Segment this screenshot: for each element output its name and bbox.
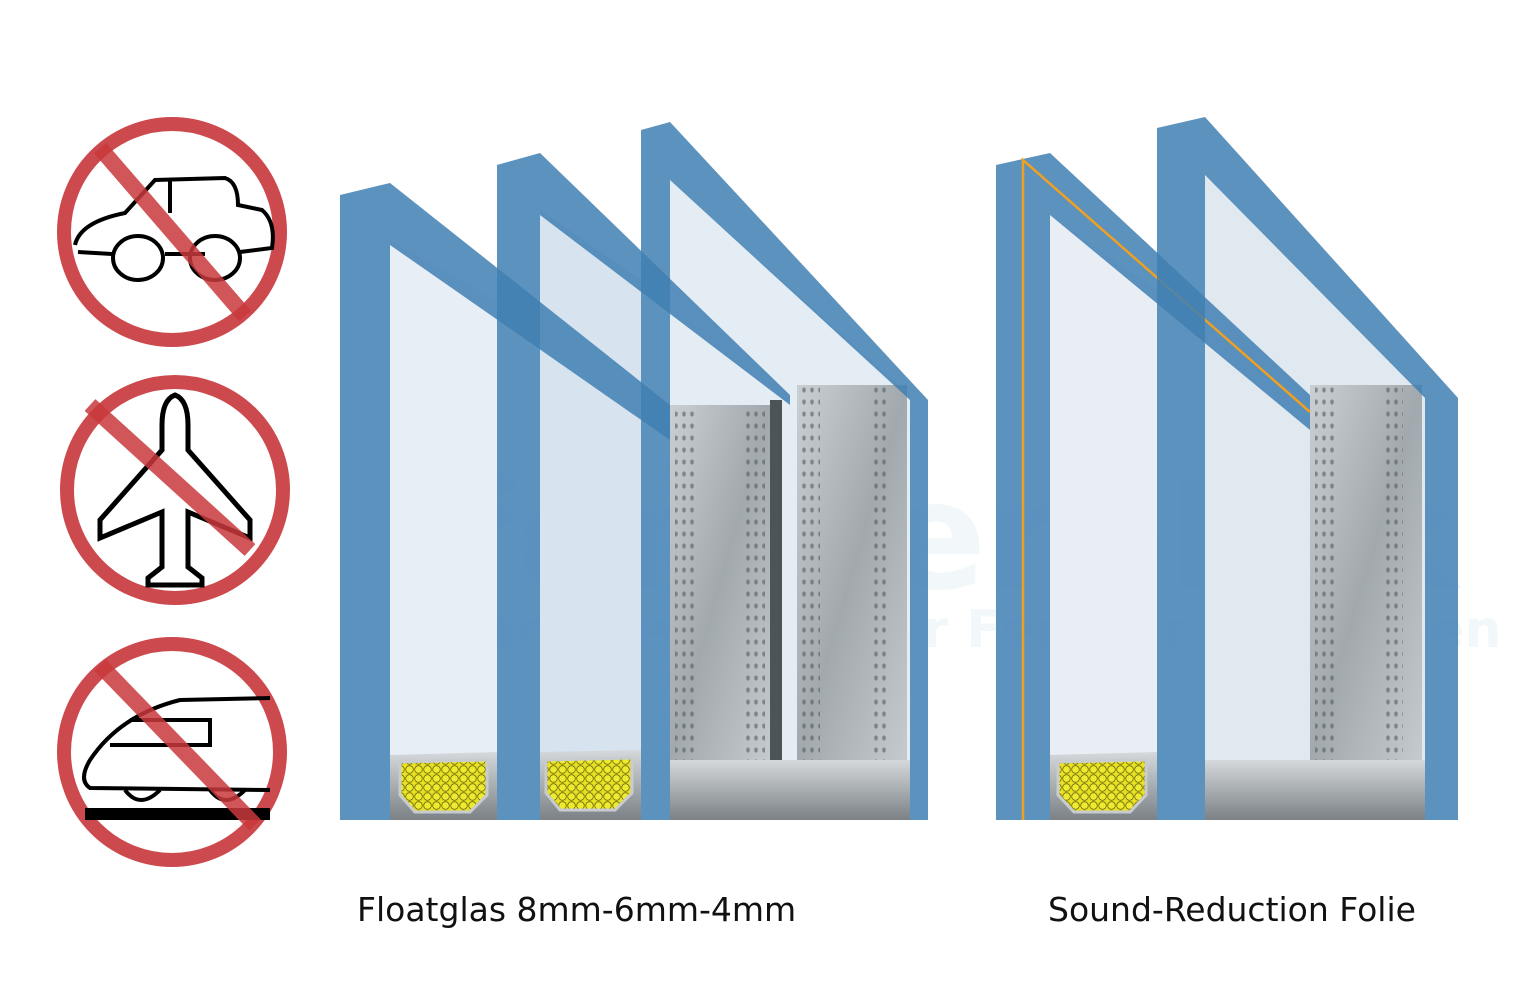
no-airplane-icon [60,375,290,605]
desiccant [544,756,634,812]
glass-pane [1157,117,1458,820]
desiccant [398,758,489,814]
no-train-icon [57,637,287,867]
desiccant [1056,758,1148,814]
caption-sound-reduction: Sound-Reduction Folie [1048,890,1416,929]
glass-pane-8mm [340,183,670,820]
glass-pane-4mm [641,122,928,820]
no-car-icon [57,117,287,347]
laminated-glass-pane [996,153,1310,820]
caption-floatglas: Floatglas 8mm-6mm-4mm [357,890,797,929]
triple-glazing-unit [340,122,928,820]
sound-reduction-foil [1021,157,1311,820]
sound-reduction-unit [996,117,1458,820]
